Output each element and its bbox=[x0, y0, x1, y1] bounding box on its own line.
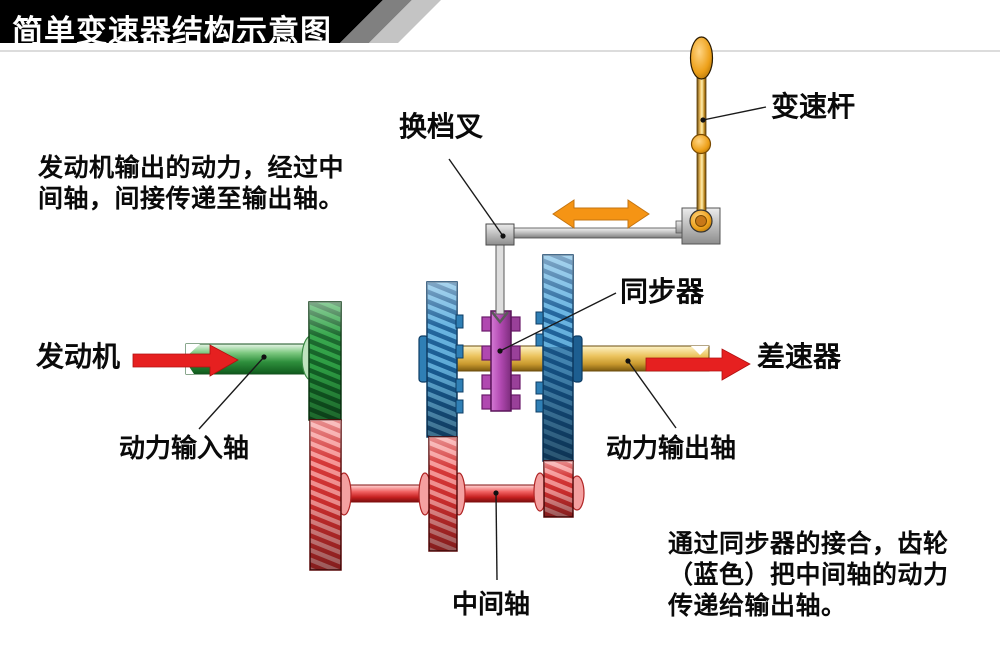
shift-fork-block bbox=[485, 223, 515, 246]
page-title: 简单变速器结构示意图 bbox=[12, 14, 332, 49]
lever-ball-joint bbox=[690, 133, 712, 155]
blue-gear2-hub bbox=[572, 335, 583, 383]
counter-gear2-red bbox=[428, 436, 458, 552]
input-gear-green bbox=[308, 301, 342, 421]
lever-motion-arrow bbox=[552, 199, 650, 229]
label-input-shaft: 动力输入轴 bbox=[119, 433, 250, 463]
counter-gear3-red bbox=[543, 460, 574, 518]
dog-teeth bbox=[535, 333, 544, 347]
label-differential: 差速器 bbox=[757, 341, 842, 372]
label-engine: 发动机 bbox=[36, 341, 121, 372]
lever-knob bbox=[689, 36, 714, 80]
output-gear1-blue bbox=[426, 281, 464, 438]
shift-rod bbox=[512, 227, 686, 239]
gear-lever bbox=[675, 36, 721, 245]
label-gear-lever: 变速杆 bbox=[771, 91, 856, 122]
intro-paragraph: 发动机输出的动力，经过中 间轴，间接传递至输出轴。 bbox=[38, 154, 345, 213]
banner-stripe-light bbox=[369, 0, 441, 43]
banner-underline bbox=[0, 50, 1000, 52]
engine-power-arrow bbox=[132, 344, 239, 377]
synchronizer-note-paragraph: 通过同步器的接合，齿轮 （蓝色）把中间轴的动力 传递给输出轴。 bbox=[668, 530, 949, 620]
title-banner bbox=[0, 0, 1000, 52]
dog-teeth bbox=[455, 314, 464, 329]
leader-lines bbox=[198, 106, 767, 581]
label-output-shaft: 动力输出轴 bbox=[606, 433, 737, 463]
label-synchronizer: 同步器 bbox=[620, 276, 705, 307]
dog-teeth bbox=[455, 378, 464, 393]
dog-teeth bbox=[535, 399, 544, 413]
differential-power-arrow bbox=[645, 348, 751, 381]
dog-teeth bbox=[535, 311, 544, 325]
dog-teeth bbox=[455, 344, 464, 359]
dog-teeth bbox=[455, 399, 464, 414]
banner-black-shape bbox=[0, 0, 383, 43]
banner-stripe-dark bbox=[340, 0, 412, 43]
label-shift-fork: 换档叉 bbox=[399, 111, 484, 142]
counter-gear1-red bbox=[309, 419, 342, 571]
label-counter-shaft: 中间轴 bbox=[452, 589, 531, 619]
dog-teeth bbox=[535, 381, 544, 395]
leader-dots bbox=[261, 117, 706, 496]
